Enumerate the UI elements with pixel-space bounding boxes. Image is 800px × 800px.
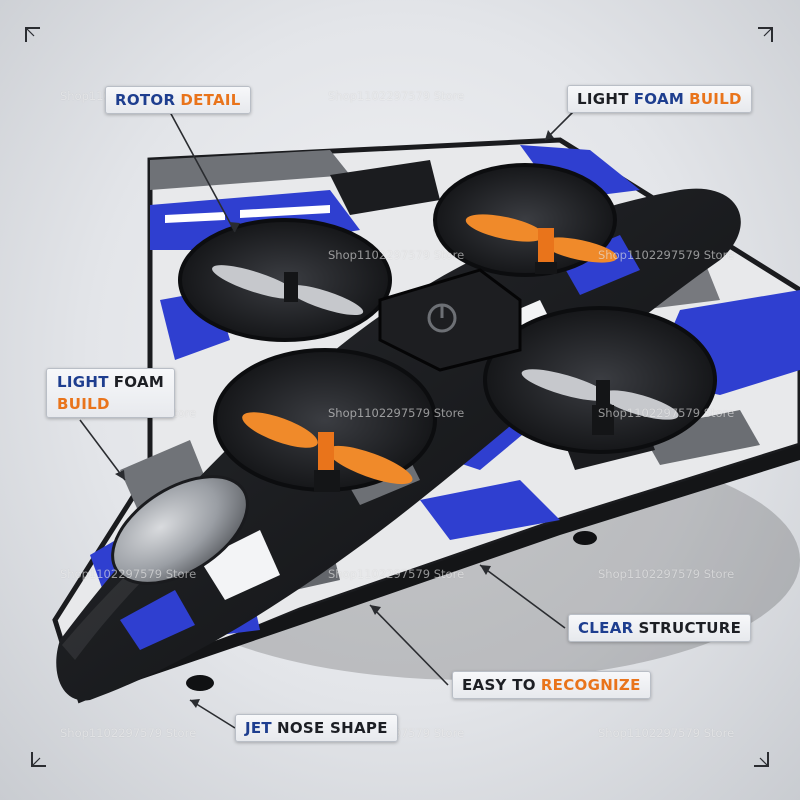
callout-rotor-detail: ROTOR DETAIL xyxy=(105,86,251,114)
corner-bracket-icon xyxy=(31,752,46,767)
callout-word: EASY TO xyxy=(462,676,536,694)
callout-easy-to-recognize: EASY TO RECOGNIZE xyxy=(452,671,651,699)
callout-light-foam-build-left: LIGHT FOAM BUILD xyxy=(46,368,176,418)
wing-stripe-1 xyxy=(165,212,225,223)
cockpit-canopy xyxy=(111,475,249,585)
callout-word: BUILD xyxy=(689,90,742,108)
callout-word: FOAM xyxy=(113,373,165,391)
wing-edge-trim xyxy=(55,445,800,700)
callout-word: BUILD xyxy=(57,395,110,413)
propeller-rear-left xyxy=(212,265,364,316)
fuselage-camo-white-3 xyxy=(200,530,280,600)
watermark-text: Shop1102297579 Store xyxy=(60,567,197,581)
callout-word: LIGHT xyxy=(57,373,109,391)
propeller-front-left xyxy=(242,412,413,492)
wing-stripe-2 xyxy=(240,205,330,218)
watermark-text: Shop1102297579 Store xyxy=(328,406,465,420)
watermark-text: Shop1102297579 Store xyxy=(328,567,465,581)
camo-black-1 xyxy=(330,160,440,215)
propeller-front-right xyxy=(521,369,679,435)
battery-hatch xyxy=(378,268,522,372)
propeller-rear-right xyxy=(465,214,618,274)
watermark-text: Shop1102297579 Store xyxy=(328,89,465,103)
corner-bracket-icon xyxy=(25,27,40,42)
callout-word: STRUCTURE xyxy=(638,619,742,637)
callout-word: FOAM xyxy=(633,90,685,108)
callout-word: RECOGNIZE xyxy=(540,676,641,694)
callout-word: CLEAR xyxy=(578,619,634,637)
callout-word: ROTOR xyxy=(115,91,176,109)
callout-word: LIGHT xyxy=(577,90,629,108)
fuselage-camo-blue-1 xyxy=(560,235,640,295)
camo-grey-1 xyxy=(150,150,350,190)
callout-light-foam-build-top: LIGHT FOAM BUILD xyxy=(567,85,752,113)
callout-clear-structure: CLEAR STRUCTURE xyxy=(568,614,752,642)
camo-blue-7 xyxy=(420,480,560,540)
landing-foot xyxy=(573,531,597,545)
landing-foot xyxy=(186,675,214,691)
corner-bracket-icon xyxy=(758,27,773,42)
watermark-text: Shop1102297579 Store xyxy=(598,726,735,740)
callout-arrowheads xyxy=(115,130,554,708)
camo-grey-4 xyxy=(640,410,760,465)
watermark-text: Shop1102297579 Store xyxy=(328,248,465,262)
callout-word: JET xyxy=(245,719,272,737)
watermark-text: Shop1102297579 Store xyxy=(598,248,735,262)
watermark-text: Shop1102297579 Store xyxy=(60,726,197,740)
callout-word: NOSE SHAPE xyxy=(276,719,388,737)
callout-word: DETAIL xyxy=(180,91,241,109)
watermark-text: Shop1102297579 Store xyxy=(598,406,735,420)
fuselage-camo-blue-2 xyxy=(120,590,195,650)
corner-bracket-icon xyxy=(754,752,769,767)
callout-jet-nose-shape: JET NOSE SHAPE xyxy=(235,714,398,742)
watermark-text: Shop1102297579 Store xyxy=(598,567,735,581)
